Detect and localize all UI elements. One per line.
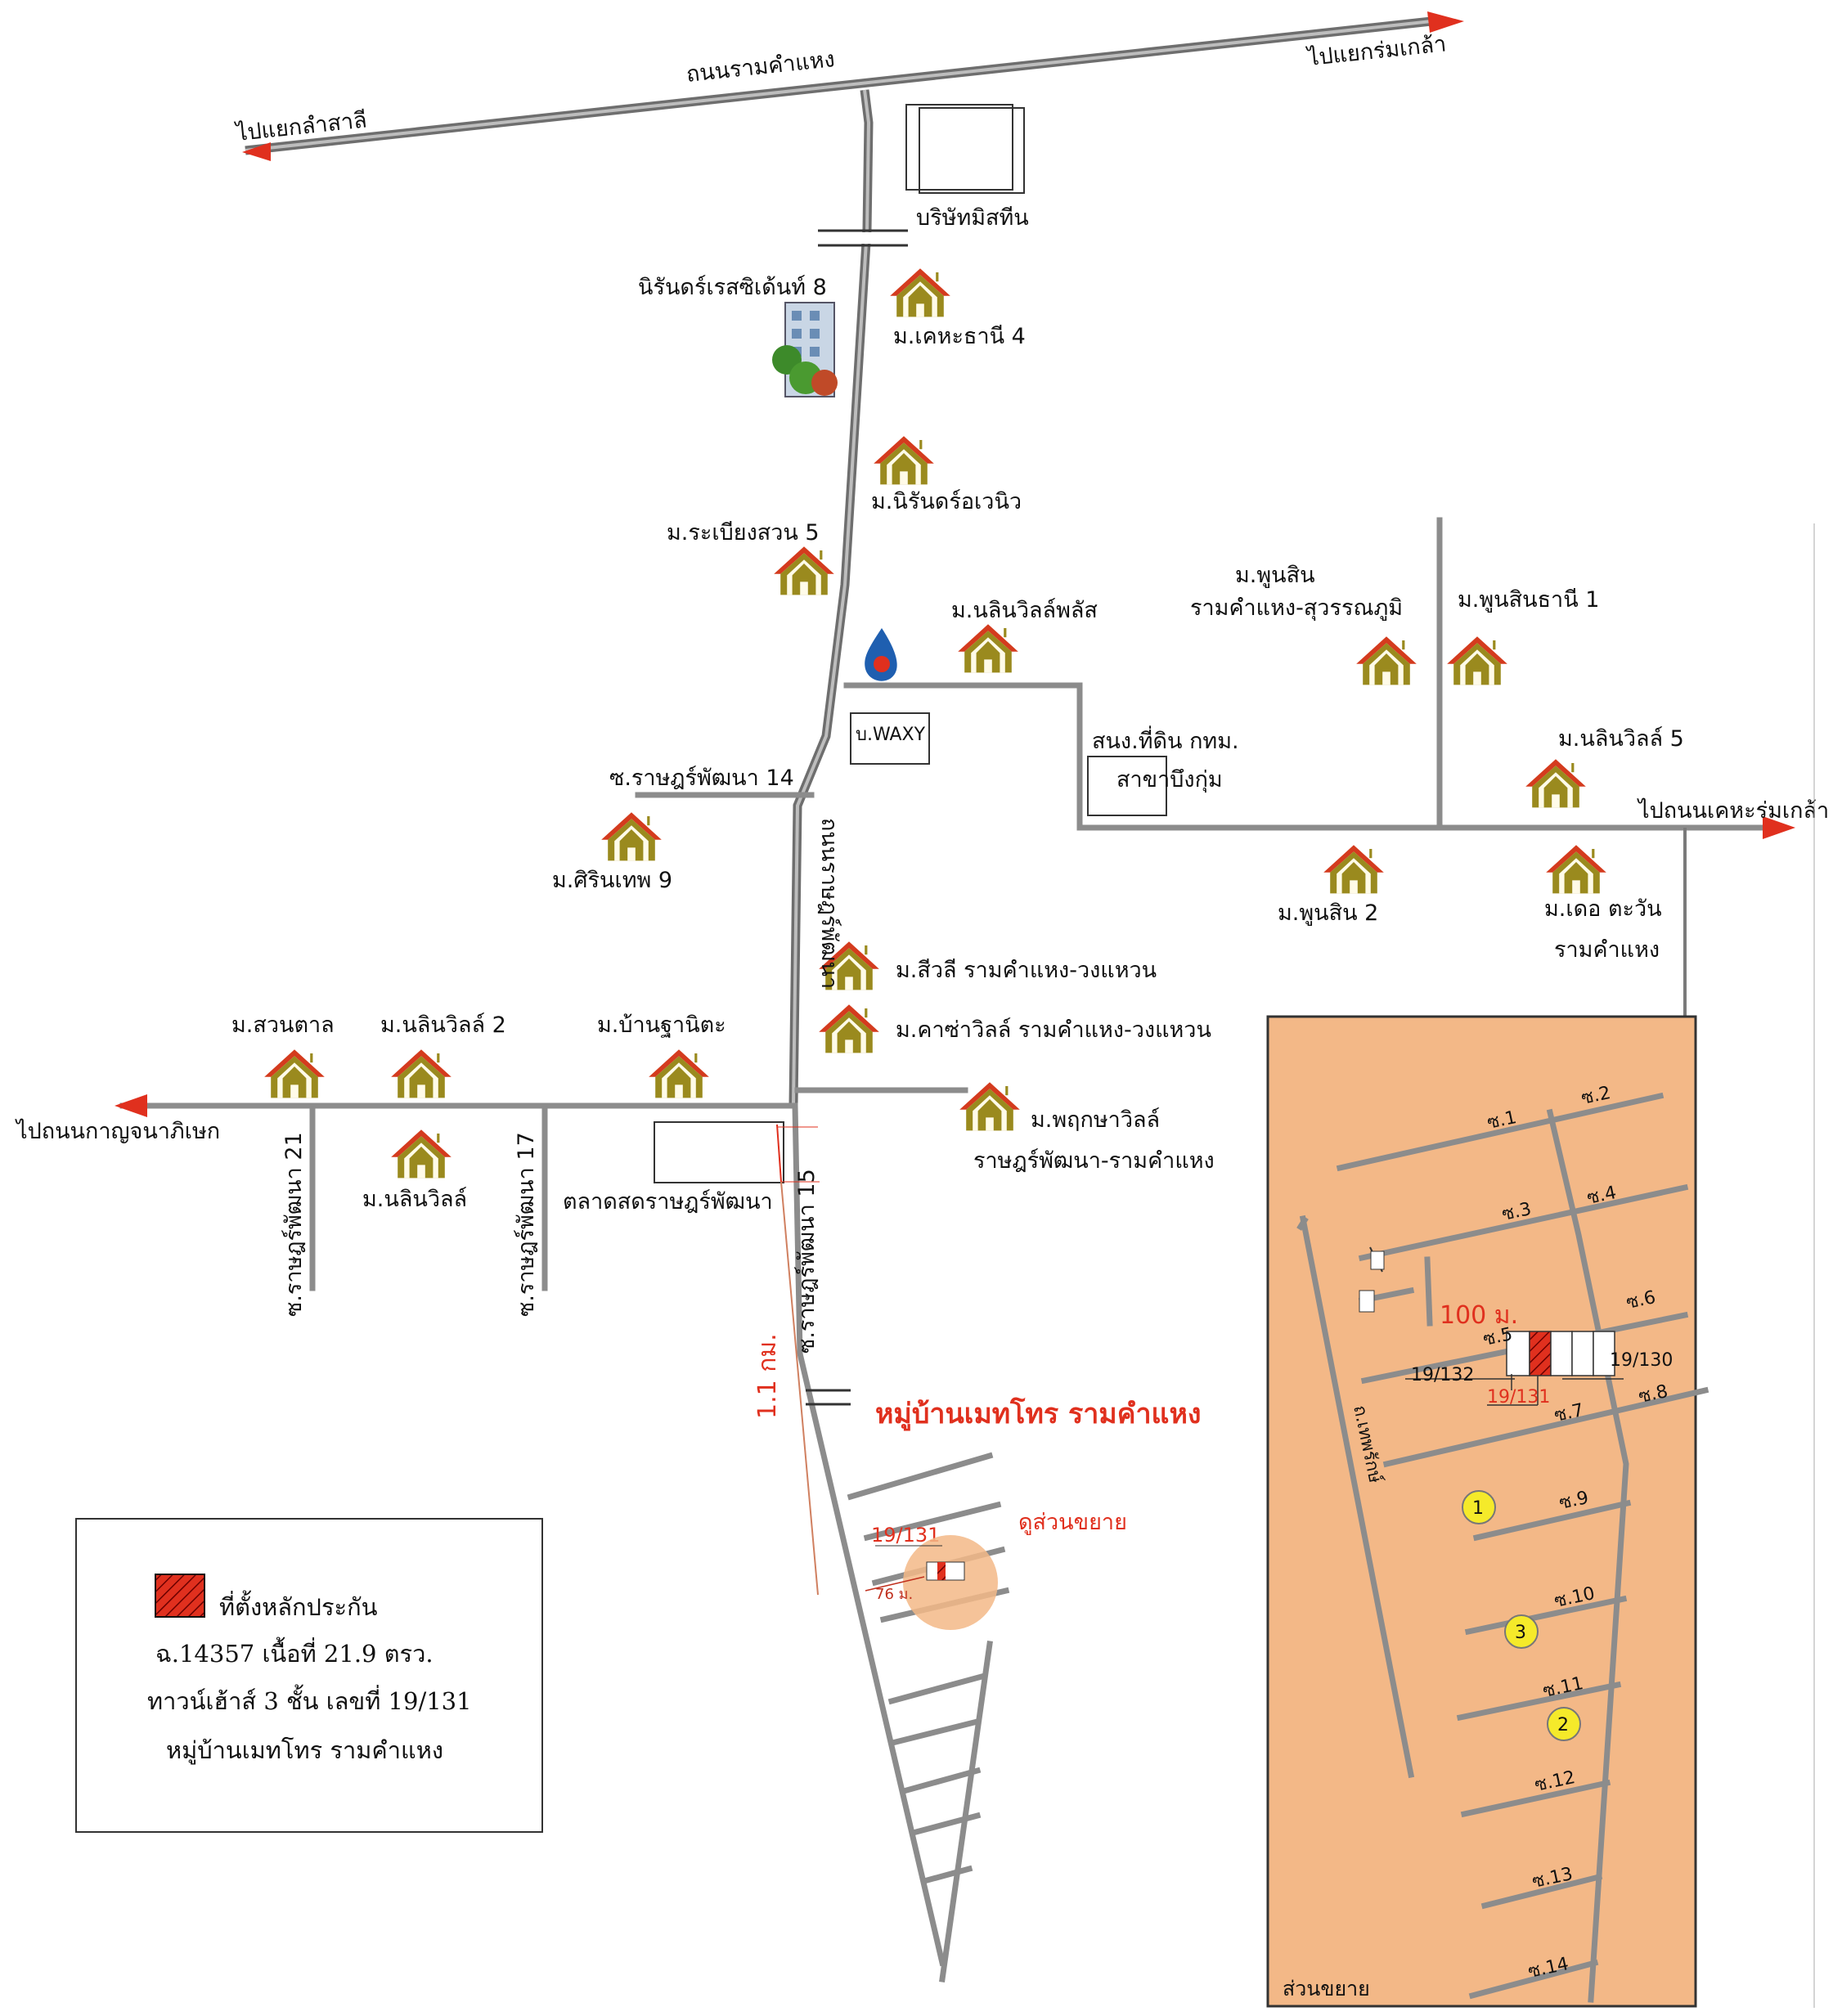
label-siwali: ม.สีวลี รามคำแหง-วงแหวน	[896, 958, 1157, 983]
arrow-west-icon	[242, 142, 271, 161]
road-network	[119, 16, 1770, 1982]
legend: ที่ตั้งหลักประกัน ฉ.14357 เนื้อที่ 21.9 …	[75, 1518, 543, 1833]
label-phunsin-2b: ม.พูนสิน 2	[1278, 900, 1378, 926]
land-office-building	[1087, 756, 1167, 816]
label-nalin-plus: ม.นลินวิลล์พลัส	[951, 597, 1098, 623]
label-soi-17: ซ.ราษฎร์พัฒนา 17	[513, 1132, 539, 1317]
petrol-station-icon	[865, 628, 897, 681]
label-the-tawan-2: รามคำแหง	[1554, 937, 1660, 963]
mistine-building	[905, 104, 1013, 191]
marker-1-label: 1	[1472, 1498, 1484, 1519]
inset-lot-19-131: 19/131	[1487, 1387, 1550, 1408]
label-casa-ville: ม.คาซ่าวิลล์ รามคำแหง-วงแหวน	[896, 1017, 1211, 1043]
inset-lot-19-132: 19/132	[1411, 1365, 1474, 1385]
house-icon	[1323, 845, 1384, 894]
label-nirun-residence: นิรันดร์เรสซิเด้นท์ 8	[638, 274, 827, 300]
label-distance-local: 76 ม.	[875, 1586, 913, 1603]
arrow-east-icon	[1427, 11, 1464, 33]
label-metho-village: หมู่บ้านเมทโทร รามคำแหง	[875, 1397, 1202, 1431]
marker-1-icon	[1462, 1490, 1496, 1524]
label-nalin-5: ม.นลินวิลล์ 5	[1558, 725, 1684, 752]
label-kheha-thani: ม.เคหะธานี 4	[893, 324, 1026, 349]
house-icon	[1447, 636, 1507, 685]
condo-tower-icon	[772, 302, 838, 397]
label-sirin-thep: ม.ศิรินเทพ 9	[552, 868, 672, 893]
market-building	[654, 1121, 784, 1183]
label-distance-main: 1.1 กม.	[753, 1333, 782, 1419]
label-distance-inset: 100 ม.	[1440, 1301, 1518, 1330]
marker-2-label: 2	[1557, 1715, 1569, 1735]
house-icon	[890, 268, 950, 317]
label-pruksa-2: ราษฎร์พัฒนา-รามคำแหง	[973, 1147, 1215, 1174]
marker-2-icon	[1547, 1707, 1581, 1741]
house-icon	[1356, 636, 1417, 685]
house-icon	[1546, 845, 1606, 894]
place-labels: บริษัทมิสทีน นิรันดร์เรสซิเด้นท์ 8 ม.เคห…	[231, 205, 1684, 1547]
buildings	[654, 104, 1167, 1183]
arrow-east-kheha-icon	[1763, 816, 1795, 839]
house-icon	[958, 624, 1018, 673]
legend-frame	[75, 1518, 543, 1833]
label-ratpattana-road: ถนนราษฎร์พัฒนา	[816, 818, 842, 989]
house-icon	[264, 1049, 325, 1098]
arrow-west-kanchana-icon	[115, 1094, 147, 1117]
label-phunsin-thani: ม.พูนสินธานี 1	[1458, 587, 1599, 613]
label-soi-14: ซ.ราษฎร์พัฒนา 14	[609, 765, 794, 791]
label-land-office-2: สาขาบึงกุ่ม	[1116, 767, 1223, 793]
house-icon	[601, 812, 662, 861]
label-land-office-1: สนง.ที่ดิน กทม.	[1092, 725, 1239, 754]
house-icon	[874, 436, 934, 485]
collateral-marker-icon	[155, 1574, 205, 1618]
label-the-tawan-1: ม.เดอ ตะวัน	[1544, 896, 1662, 922]
house-icon	[774, 546, 834, 595]
label-rabiang-suan: ม.ระเบียงสวน 5	[667, 520, 820, 546]
legend-line-3: หมู่บ้านเมทโทร รามคำแหง	[166, 1736, 443, 1765]
marker-3-icon	[1504, 1614, 1539, 1649]
label-ramkhamhaeng-road: ถนนรามคำแหง	[685, 47, 836, 88]
label-nalin-2: ม.นลินวิลล์ 2	[380, 1012, 506, 1038]
label-soi-15: ซ.ราษฎร์พัฒนา 15	[793, 1169, 820, 1354]
label-to-kheha-rom-klao: ไปถนนเคหะร่มเกล้า	[1637, 798, 1829, 824]
label-market: ตลาดสดราษฎร์พัฒนา	[563, 1188, 773, 1215]
label-nirun-avenue: ม.นิรันดร์อเวนิว	[871, 488, 1022, 514]
distance-indicators: 1.1 กม. 76 ม.	[753, 1124, 998, 1630]
label-phunsin-1: ม.พูนสิน	[1235, 563, 1315, 588]
house-icon	[391, 1129, 452, 1179]
legend-line-2: ทาวน์เฮ้าส์ 3 ชั้น เลขที่ 19/131	[147, 1684, 472, 1715]
zoom-area-circle	[903, 1535, 998, 1630]
label-soi-21: ซ.ราษฎร์พัฒนา 21	[281, 1132, 307, 1317]
legend-title: ที่ตั้งหลักประกัน	[219, 1590, 378, 1621]
label-to-rom-klao: ไปแยกร่มเกล้า	[1305, 31, 1448, 71]
label-suan-tan: ม.สวนตาล	[231, 1012, 335, 1038]
house-icon	[959, 1082, 1020, 1131]
label-zoom-hint: ดูส่วนขยาย	[1018, 1510, 1127, 1535]
label-phunsin-2: รามคำแหง-สุวรรณภูมิ	[1190, 595, 1403, 622]
label-to-kanchanaphisek: ไปถนนกาญจนาภิเษก	[15, 1119, 220, 1144]
legend-line-1: ฉ.14357 เนื้อที่ 21.9 ตรว.	[155, 1637, 434, 1668]
label-nalin: ม.นลินวิลล์	[362, 1186, 467, 1212]
direction-arrows	[115, 11, 1795, 1117]
marker-3-label: 3	[1515, 1623, 1526, 1643]
label-pruksa-1: ม.พฤกษาวิลล์	[1031, 1107, 1160, 1133]
label-waxy: บ.WAXY	[856, 725, 926, 745]
inset-map: 100 ม. 19/132 19/131 19/130 ซ.1 ซ.2 ซ.3 …	[1266, 1015, 1709, 2008]
house-icon	[1525, 759, 1586, 808]
label-ban-thanita: ม.บ้านฐานิตะ	[597, 1012, 726, 1038]
inset-lot-19-130: 19/130	[1610, 1350, 1673, 1371]
label-mistine: บริษัทมิสทีน	[916, 205, 1029, 231]
inset-title: ส่วนขยาย	[1283, 1977, 1370, 2000]
house-icon	[649, 1049, 709, 1098]
house-icon	[391, 1049, 452, 1098]
house-icon	[819, 1004, 879, 1053]
waxy-building	[850, 712, 930, 765]
